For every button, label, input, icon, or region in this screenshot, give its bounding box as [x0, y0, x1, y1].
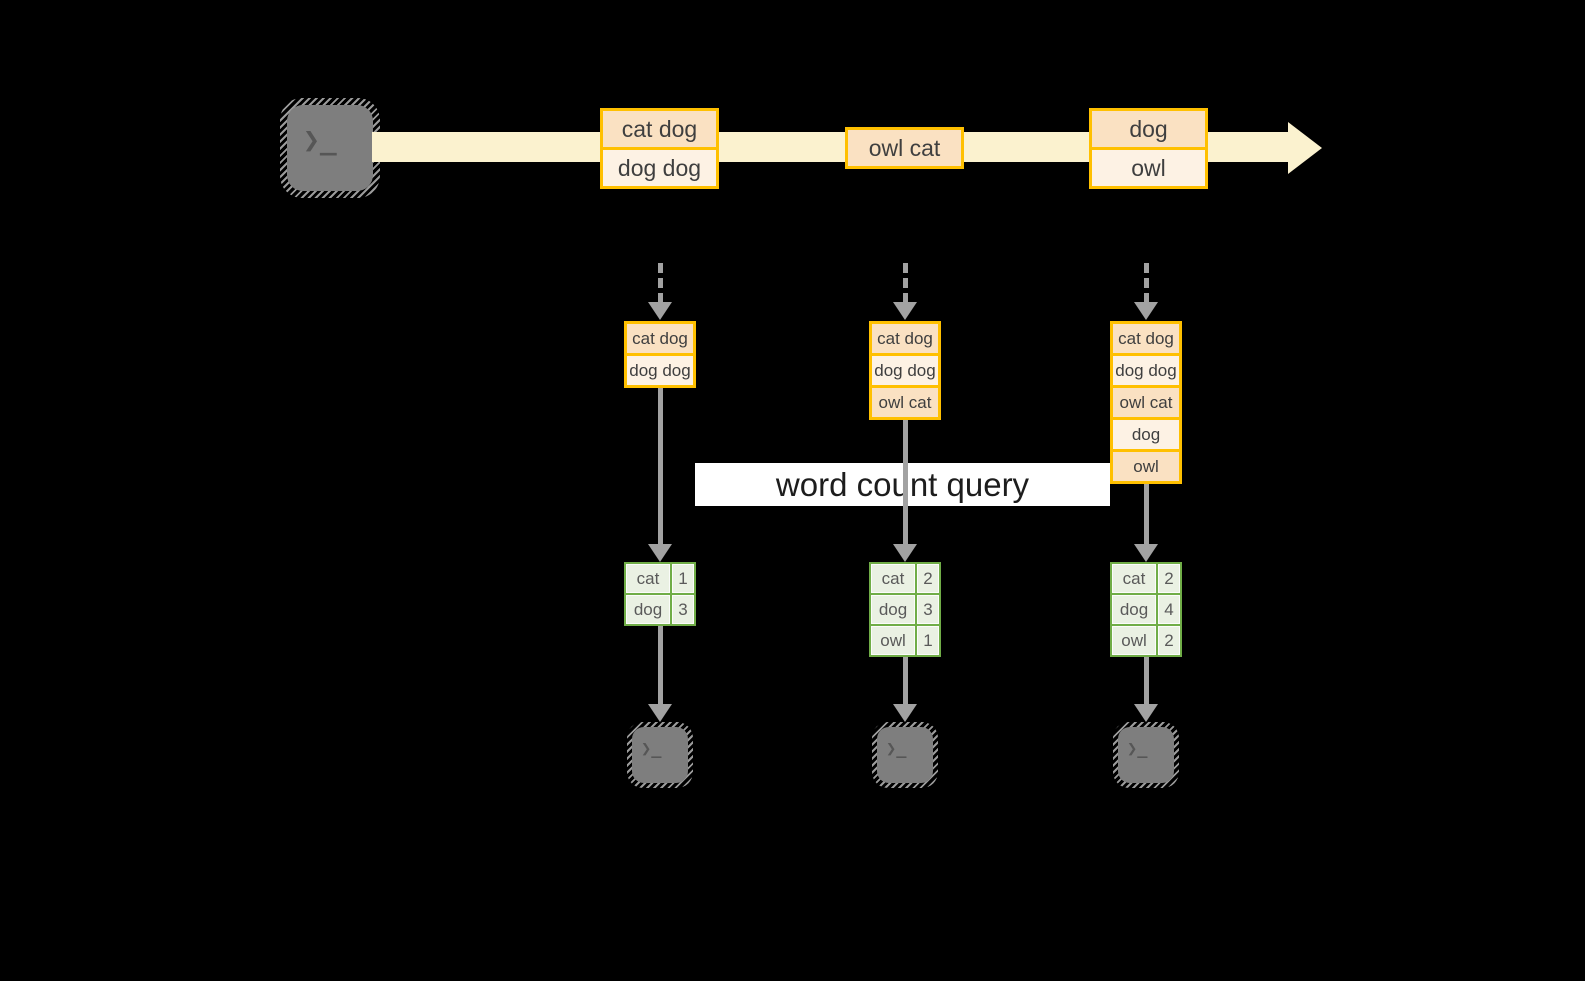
- count-value: 3: [917, 595, 939, 624]
- connector-line: [1144, 657, 1149, 706]
- count-table-2: cat 2 dog 3 owl 1: [869, 562, 941, 657]
- terminal-prompt-icon: ❯_: [1127, 739, 1148, 759]
- sink-terminal-icon: ❯_: [627, 722, 693, 788]
- count-value: 2: [1158, 564, 1180, 593]
- dashed-arrow-line: [658, 263, 663, 303]
- connector-line: [903, 657, 908, 706]
- terminal-prompt-icon: ❯_: [641, 739, 662, 759]
- arrowhead-down-icon: [1134, 704, 1158, 722]
- state-row: dog dog: [1113, 353, 1179, 385]
- count-word: owl: [871, 626, 915, 655]
- dashed-arrow-line: [1144, 263, 1149, 303]
- state-stack-3: cat dog dog dog owl cat dog owl: [1110, 321, 1182, 484]
- query-label: word count query: [775, 465, 1030, 503]
- sink-terminal-icon: ❯_: [1113, 722, 1179, 788]
- count-value: 1: [672, 564, 694, 593]
- stream-word-box: owl cat: [848, 130, 961, 166]
- state-row: dog dog: [872, 353, 938, 385]
- state-row: cat dog: [627, 324, 693, 353]
- stream-word-box: dog dog: [603, 147, 716, 186]
- state-row: owl cat: [872, 385, 938, 417]
- sink-terminal-icon: ❯_: [872, 722, 938, 788]
- arrowhead-down-icon: [1134, 302, 1158, 320]
- terminal-body: ❯_: [632, 727, 688, 783]
- stream-word-box: cat dog: [603, 111, 716, 147]
- source-terminal-icon: ❯_: [280, 98, 380, 198]
- count-word: dog: [1112, 595, 1156, 624]
- terminal-body: ❯_: [1118, 727, 1174, 783]
- state-stack-1: cat dog dog dog: [624, 321, 696, 388]
- connector-line: [658, 388, 663, 546]
- arrowhead-down-icon: [893, 302, 917, 320]
- arrowhead-down-icon: [648, 544, 672, 562]
- count-table-3: cat 2 dog 4 owl 2: [1110, 562, 1182, 657]
- count-word: cat: [871, 564, 915, 593]
- arrowhead-down-icon: [893, 544, 917, 562]
- count-value: 4: [1158, 595, 1180, 624]
- count-value: 2: [1158, 626, 1180, 655]
- count-word: dog: [626, 595, 670, 624]
- count-value: 3: [672, 595, 694, 624]
- stream-word-box: dog: [1092, 111, 1205, 147]
- count-table-1: cat 1 dog 3: [624, 562, 696, 626]
- count-word: cat: [1112, 564, 1156, 593]
- stream-batch-1: cat dog dog dog: [600, 108, 719, 189]
- stream-batch-2: owl cat: [845, 127, 964, 169]
- state-row: cat dog: [1113, 324, 1179, 353]
- connector-line: [658, 626, 663, 706]
- arrowhead-down-icon: [648, 302, 672, 320]
- connector-line: [903, 420, 908, 546]
- stream-word-box: owl: [1092, 147, 1205, 186]
- state-row: dog: [1113, 417, 1179, 449]
- terminal-body: ❯_: [877, 727, 933, 783]
- stream-batch-3: dog owl: [1089, 108, 1208, 189]
- terminal-prompt-icon: ❯_: [303, 123, 337, 156]
- count-word: owl: [1112, 626, 1156, 655]
- count-value: 2: [917, 564, 939, 593]
- state-row: owl cat: [1113, 385, 1179, 417]
- arrowhead-down-icon: [1134, 544, 1158, 562]
- count-value: 1: [917, 626, 939, 655]
- terminal-body: ❯_: [287, 105, 373, 191]
- count-word: cat: [626, 564, 670, 593]
- state-row: owl: [1113, 449, 1179, 481]
- terminal-prompt-icon: ❯_: [886, 739, 907, 759]
- arrowhead-down-icon: [648, 704, 672, 722]
- connector-line: [1144, 484, 1149, 546]
- stream-arrowhead-icon: [1288, 122, 1322, 174]
- state-row: cat dog: [872, 324, 938, 353]
- query-label-band: word count query: [695, 463, 1110, 506]
- state-stack-2: cat dog dog dog owl cat: [869, 321, 941, 420]
- dashed-arrow-line: [903, 263, 908, 303]
- arrowhead-down-icon: [893, 704, 917, 722]
- count-word: dog: [871, 595, 915, 624]
- state-row: dog dog: [627, 353, 693, 385]
